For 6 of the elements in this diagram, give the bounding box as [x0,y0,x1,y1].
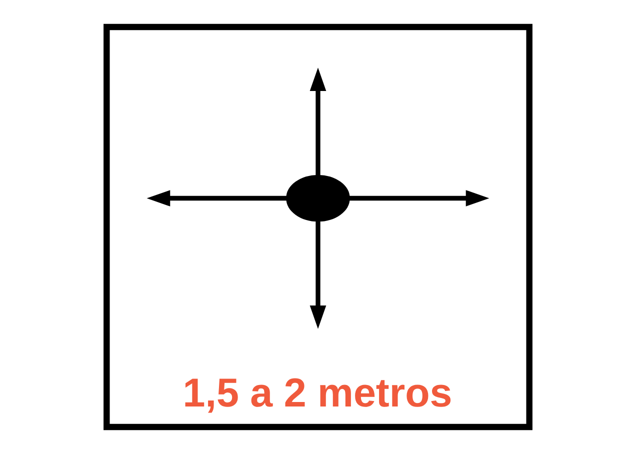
arrow [310,68,326,176]
arrow [146,190,287,206]
arrow [349,190,490,206]
node-circle [286,174,350,222]
cluster: 1,5 a 2 metros [104,24,532,430]
arrow [310,220,326,329]
